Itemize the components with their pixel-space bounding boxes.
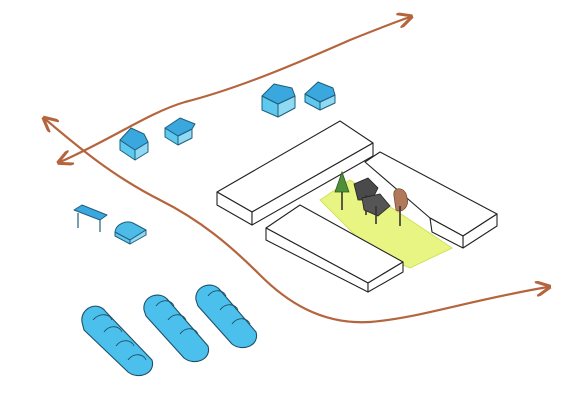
house-top-left [119,127,149,161]
block-east [364,151,498,249]
house-top-right-b [304,81,336,111]
house-top-mid [164,117,196,146]
block-south [265,204,404,293]
house-top-right-a [261,83,296,118]
greenhouse-3 [195,284,258,349]
greenhouse-2 [143,294,210,363]
tree-brown [393,188,409,226]
shed-small [114,221,147,245]
greenhouse-1 [81,305,154,377]
lower-road [45,119,548,324]
tree-green [334,170,350,210]
block-north [216,120,374,226]
tree-dark-1 [353,177,379,215]
shed-left [73,204,108,232]
tree-dark-2 [361,193,391,224]
